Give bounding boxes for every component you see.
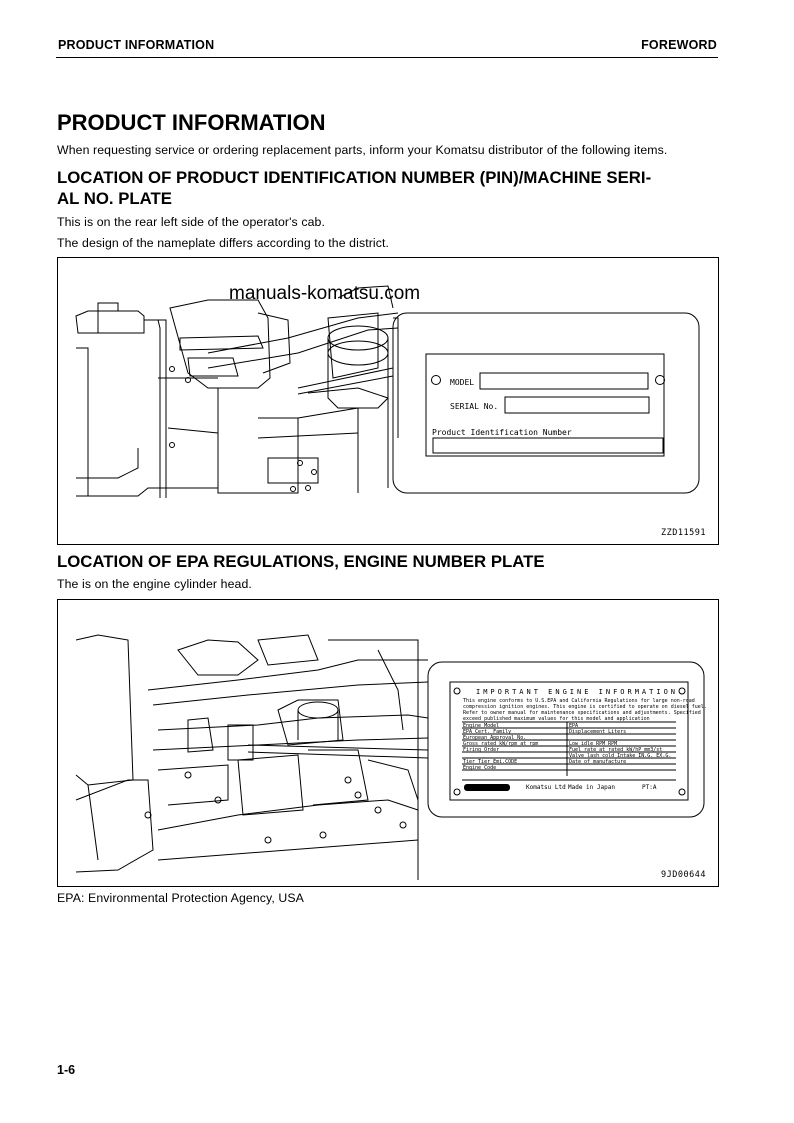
engine-row-4-right: Fuel rate at rated kW/hP mm3/st xyxy=(569,747,663,753)
engine-row-2-left: European Approval No. xyxy=(463,735,527,741)
komatsu-logo xyxy=(464,784,510,791)
intro-text: When requesting service or ordering repl… xyxy=(57,143,668,157)
section1-heading: LOCATION OF PRODUCT IDENTIFICATION NUMBE… xyxy=(57,167,719,209)
header-chapter-title: FOREWORD xyxy=(641,38,717,52)
engine-row-6-left: Tier Tier Emi.CODE xyxy=(463,759,518,765)
plate-model-label: MODEL xyxy=(450,378,475,387)
engine-plate-line-3: Refer to owner manual for maintenance sp… xyxy=(463,710,701,716)
engine-row-3-right: Low idle RPM RPM xyxy=(569,741,618,747)
plate-pin-label: Product Identification Number xyxy=(432,428,572,437)
figure-code: 9JD00644 xyxy=(661,870,706,880)
engine-row-6-right: Date of manufacture xyxy=(569,759,627,765)
engine-plate-pt: PT:A xyxy=(642,784,657,791)
figure-engine-plate: IMPORTANT ENGINE INFORMATION This engine… xyxy=(57,599,719,887)
engine-plate-line-2: compression ignition engines. This engin… xyxy=(463,704,707,710)
engine-plate-line-4: exceed published maximum values for this… xyxy=(463,716,650,722)
engine-plate-line-1: This engine conforms to U.S.EPA and Cali… xyxy=(463,698,695,704)
section1-heading-line1: LOCATION OF PRODUCT IDENTIFICATION NUMBE… xyxy=(57,168,652,187)
engine-row-4-left: Firing Order xyxy=(463,747,500,753)
engine-row-1-right: Displacement Liters xyxy=(569,729,627,735)
engine-plate-made-in: Made in Japan xyxy=(568,784,615,791)
engine-plate-maker: Komatsu Ltd xyxy=(526,784,566,791)
header-section-title: PRODUCT INFORMATION xyxy=(58,38,215,52)
engine-plate-title: IMPORTANT ENGINE INFORMATION xyxy=(476,688,679,696)
watermark-text: manuals-komatsu.com xyxy=(229,283,421,304)
section2-heading: LOCATION OF EPA REGULATIONS, ENGINE NUMB… xyxy=(57,552,545,571)
engine-row-1-left: EPA Cert. Family xyxy=(463,729,512,735)
figure-code: ZZD11591 xyxy=(661,528,706,538)
engine-row-0-right: EPA xyxy=(569,723,579,729)
engine-row-7-left: Engine Code xyxy=(463,765,497,771)
engine-row-3-left: Gross rated kW/rpm at rpm xyxy=(463,741,539,747)
figure-pin-plate-drawing xyxy=(75,285,700,498)
page-number: 1-6 xyxy=(57,1063,76,1077)
figure-pin-plate: manuals-komatsu.com MODEL SERIAL No. Pro… xyxy=(57,257,719,545)
plate-serial-label: SERIAL No. xyxy=(450,402,499,411)
header-rule xyxy=(56,57,718,58)
section1-heading-line2: AL NO. PLATE xyxy=(57,189,172,208)
section2-text: The is on the engine cylinder head. xyxy=(57,577,252,591)
engine-row-5-right: Valve lash cold Intake IN.G. EX.G. xyxy=(569,753,672,759)
section1-text1: This is on the rear left side of the ope… xyxy=(57,215,325,229)
engine-row-0-left: Engine Model xyxy=(463,723,500,729)
page-title: PRODUCT INFORMATION xyxy=(57,110,326,135)
figure-engine-plate-drawing xyxy=(75,634,705,880)
section1-text2: The design of the nameplate differs acco… xyxy=(57,236,390,250)
footnote-text: EPA: Environmental Protection Agency, US… xyxy=(57,891,304,905)
